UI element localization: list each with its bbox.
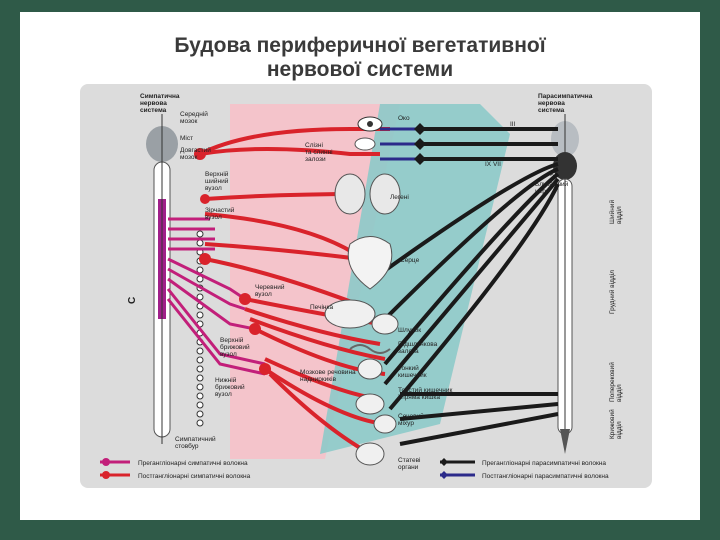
organs [324, 116, 401, 466]
sympathetic-trunk-chain [196, 230, 204, 427]
heart-shape [347, 236, 393, 290]
sympathetic-preganglionic-fibers [166, 217, 266, 376]
label-bladder: Сечовий міхур [398, 412, 426, 427]
label-stellate-ganglion: Зірчастий вузол [205, 206, 236, 221]
label-vagus: Блукаючий нерв [535, 180, 570, 195]
lung-right-shape [369, 173, 401, 215]
title-line-2: нервової системи [266, 58, 454, 81]
trunk-bead [196, 410, 204, 418]
label-medulla: Довгастий мозок [180, 146, 213, 161]
label-midbrain: Середній мозок [180, 110, 210, 125]
svg-text:Прегангліонарні симпатичні вол: Прегангліонарні симпатичні волокна [138, 459, 248, 467]
svg-text:Постгангліонарні парасимпатичн: Постгангліонарні парасимпатичні волокна [482, 472, 609, 480]
nervous-system-diagram: Симпатична нервова система Парасимпатичн… [80, 84, 652, 488]
title-line-1: Будова периферичної вегетативної [174, 34, 546, 57]
label-thoracic-region: Грудний відділ [608, 270, 616, 314]
trunk-bead [196, 374, 204, 382]
sympathetic-header: Симпатична нервова система [140, 93, 181, 114]
trunk-bead [196, 392, 204, 400]
parasympathetic-header: Парасимпатична нервова система [538, 93, 594, 114]
parasympathetic-preganglionic-fibers [378, 127, 560, 446]
trunk-bead [196, 347, 204, 355]
label-pons: Міст [180, 134, 193, 142]
page-title: Будова периферичної вегетативної нервово… [20, 34, 700, 82]
trunk-bead [196, 356, 204, 364]
gland-shape [354, 137, 376, 151]
genitals-shape [355, 442, 385, 466]
trunk-bead [196, 311, 204, 319]
label-spinal-segment: C [127, 297, 138, 304]
colon-shape [355, 393, 385, 415]
label-liver: Печінка [310, 303, 333, 311]
bladder-shape [373, 414, 397, 434]
diagram-labels: Симпатична нервова система Парасимпатичн… [127, 93, 623, 471]
label-cranial-iii: III [510, 121, 516, 128]
legend: Прегангліонарні симпатичні волокна Постг… [100, 458, 609, 480]
label-sacral-region: Крижовий відділ [608, 407, 623, 439]
parasympathetic-postganglionic-fibers [380, 127, 420, 161]
label-pancreas: Підшлункова залоза [398, 340, 439, 355]
stomach-shape [371, 313, 399, 335]
legend-para-pre: Прегангліонарні парасимпатичні волокна [440, 458, 606, 467]
lung-left-shape [334, 173, 366, 215]
eye-pupil [367, 121, 373, 127]
trunk-bead [196, 383, 204, 391]
sympathetic-spinal-cord [146, 114, 178, 444]
label-sympathetic-trunk: Симпатичний стовбур [175, 435, 217, 450]
legend-sym-pre: Прегангліонарні симпатичні волокна [100, 458, 248, 467]
trunk-bead [196, 365, 204, 373]
label-superior-cervical-ganglion: Верхній шийний вузол [205, 170, 230, 192]
label-lumbar-region: Поперековий відділ [608, 360, 623, 402]
trunk-bead [196, 419, 204, 427]
label-small-intestine: Тонкий кишечник [398, 364, 427, 379]
label-lungs: Легені [390, 193, 409, 201]
label-genitals: Статеві органи [398, 456, 422, 471]
label-glands: Слізні та слинні залози [305, 141, 334, 163]
label-heart: Серце [400, 257, 420, 264]
trunk-bead [196, 230, 204, 238]
label-celiac-ganglion: Черевний вузол [255, 283, 286, 298]
legend-sym-post: Постгангліонарні симпатичні волокна [100, 471, 251, 480]
label-adrenal: Мозкове речовина надниркиків [300, 369, 357, 383]
label-cranial-x: X [550, 171, 555, 178]
slide: Будова периферичної вегетативної нервово… [20, 12, 700, 520]
label-cranial-vii-ix: IX VII [485, 161, 501, 168]
label-large-intestine: Товстий кишечник і пряма кишка [398, 386, 454, 401]
label-superior-mesenteric-ganglion: Верхній брижовий вузол [220, 336, 251, 358]
svg-text:Постгангліонарні симпатичні во: Постгангліонарні симпатичні волокна [138, 472, 251, 480]
label-inferior-mesenteric-ganglion: Нижній брижовий вузол [215, 376, 246, 398]
label-cervical-region: Шийний відділ [608, 198, 623, 224]
trunk-bead [196, 401, 204, 409]
svg-text:Прегангліонарні парасимпатичні: Прегангліонарні парасимпатичні волокна [482, 459, 606, 467]
liver-shape [324, 299, 376, 329]
ganglion-nodes [194, 123, 426, 375]
trunk-bead [196, 293, 204, 301]
intestine-shape [357, 358, 383, 380]
trunk-bead [196, 239, 204, 247]
label-stomach: Шлунок [398, 327, 421, 334]
label-eye: Око [398, 115, 410, 122]
pancreas-shape [349, 344, 391, 354]
legend-para-post: Постгангліонарні парасимпатичні волокна [440, 471, 609, 480]
